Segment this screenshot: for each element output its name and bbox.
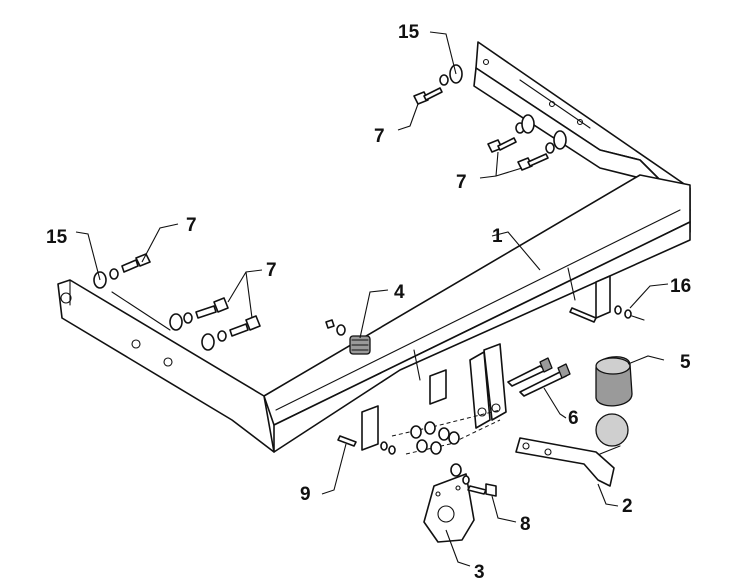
- center-mount-plates: [469, 343, 507, 429]
- label-washer-left: 15: [46, 227, 68, 248]
- label-cap: 5: [680, 352, 691, 373]
- label-bolt-left-bracket: 9: [300, 484, 311, 505]
- nut-cluster-center: [391, 409, 501, 455]
- bolt-socket: [467, 483, 497, 497]
- bracket-right: [595, 275, 611, 319]
- label-socket-plate: 3: [474, 562, 485, 583]
- spring-part: [325, 319, 371, 355]
- bolt-set-left-upper: [93, 253, 151, 289]
- label-washer-top: 15: [398, 22, 420, 43]
- part-labels: 15 7 7 15 7 7 1 4 16 5 6 2 8 3 9: [46, 22, 691, 583]
- bracket-center: [429, 369, 447, 405]
- bolt-right-bracket: [569, 305, 645, 323]
- left-side-rail: [57, 279, 275, 453]
- bolt-set-center: [507, 357, 571, 397]
- label-bolts-socket: 8: [520, 514, 531, 535]
- ball-cap: [595, 356, 633, 407]
- main-cross-beam: [263, 174, 691, 453]
- label-bolts-top: 7: [374, 126, 385, 147]
- socket-plate: [423, 463, 475, 543]
- label-bracket-right: 16: [670, 276, 691, 297]
- label-bolts-left-upper: 7: [186, 215, 197, 236]
- label-bolts-left-lower: 7: [266, 260, 277, 281]
- label-bolts-center: 6: [568, 408, 579, 429]
- label-frame: 1: [492, 226, 503, 247]
- label-ball: 2: [622, 496, 633, 517]
- bracket-left: [361, 405, 379, 451]
- label-spring: 4: [394, 282, 405, 303]
- bolt-set-left-lower: [169, 297, 261, 351]
- ball-neck: [515, 413, 629, 487]
- bolt-set-top-right: [487, 114, 567, 171]
- callout-leaders: [75, 31, 669, 567]
- label-bolts-top-right: 7: [456, 172, 467, 193]
- bolt-left-bracket: [337, 435, 396, 455]
